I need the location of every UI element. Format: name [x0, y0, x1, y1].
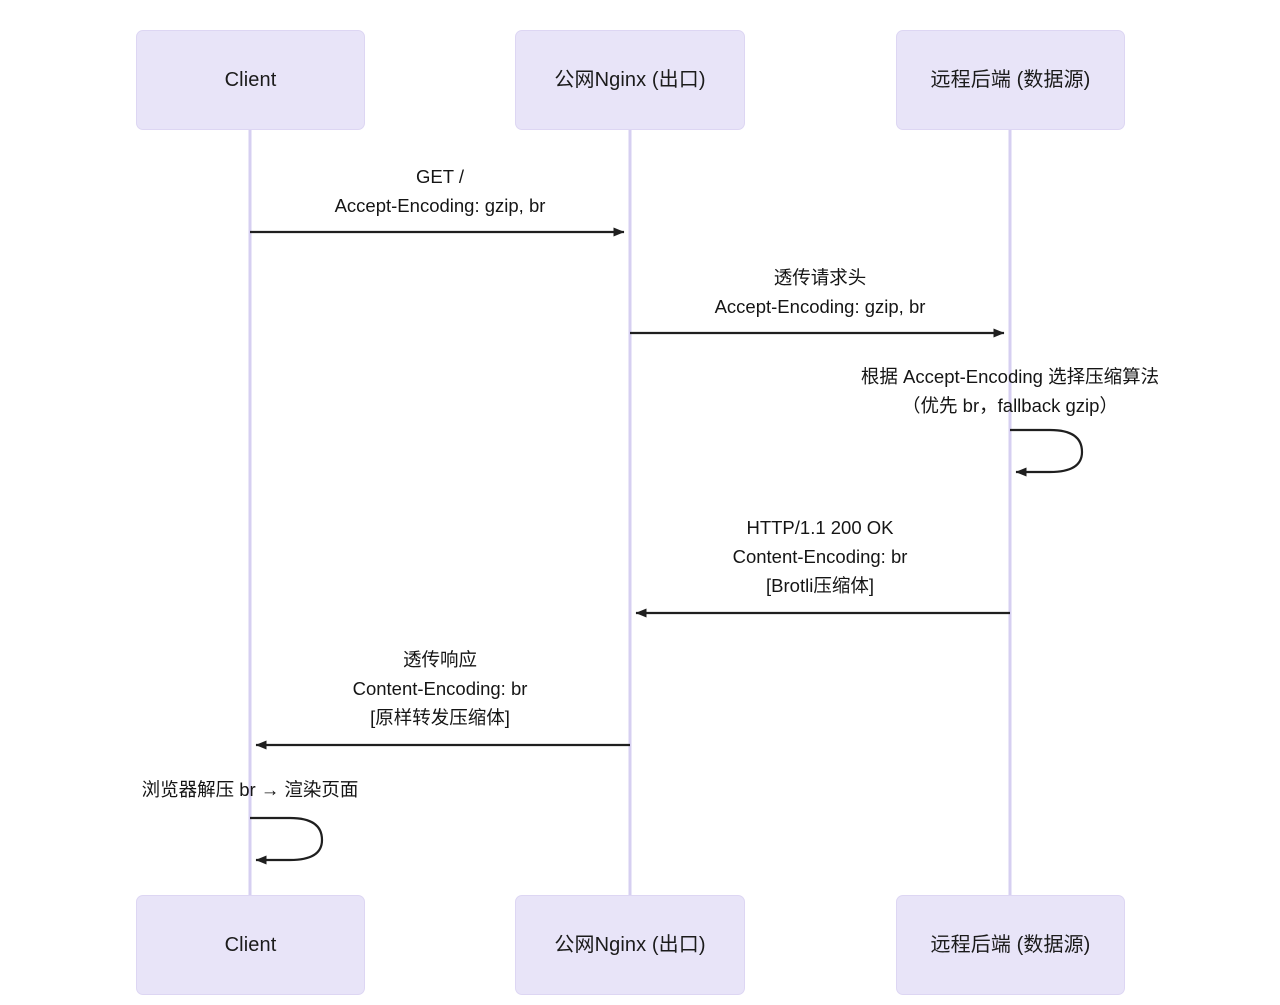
message-arrows: [250, 227, 1084, 865]
actor-box-backend-top[interactable]: 远程后端 (数据源): [896, 30, 1125, 130]
actor-label-client-top: Client: [224, 69, 277, 91]
actor-label-backend-bottom: 远程后端 (数据源): [930, 934, 1091, 956]
actor-box-client-top[interactable]: Client: [136, 30, 365, 130]
lifelines: [248, 130, 1012, 896]
message-selfloop-3: [1010, 428, 1084, 477]
actor-label-nginx-top: 公网Nginx (出口): [554, 69, 706, 91]
actor-box-nginx-bottom[interactable]: 公网Nginx (出口): [515, 895, 745, 995]
actor-box-client-bottom[interactable]: Client: [136, 895, 365, 995]
message-selfloop-6: [250, 816, 324, 865]
actor-box-backend-bottom[interactable]: 远程后端 (数据源): [896, 895, 1125, 995]
actor-label-backend-top: 远程后端 (数据源): [930, 69, 1091, 91]
actor-box-nginx-top[interactable]: 公网Nginx (出口): [515, 30, 745, 130]
actor-label-client-bottom: Client: [224, 934, 277, 956]
actor-label-nginx-bottom: 公网Nginx (出口): [554, 934, 706, 956]
